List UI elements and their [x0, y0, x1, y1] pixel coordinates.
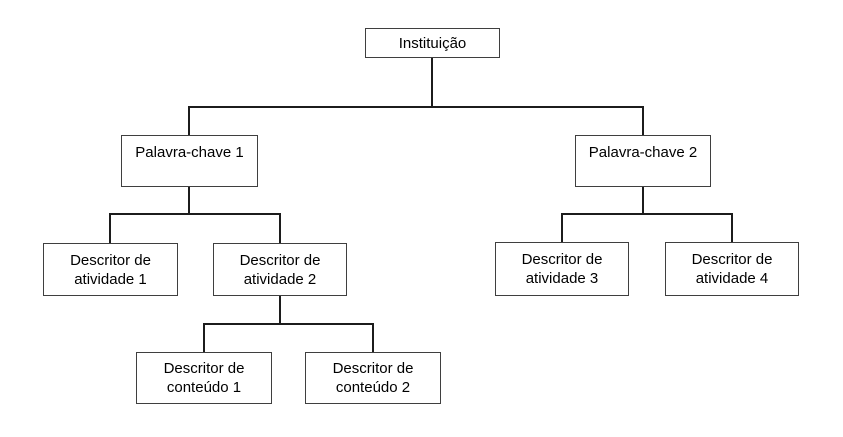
node-descritor-atividade-1: Descritor de atividade 1 — [43, 243, 178, 296]
connector-line — [731, 213, 733, 242]
connector-line — [372, 323, 374, 352]
node-label: Palavra-chave 2 — [588, 144, 698, 161]
node-label: Instituição — [398, 34, 467, 52]
node-instituicao: Instituição — [365, 28, 500, 58]
connector-line — [188, 106, 644, 108]
connector-line — [109, 213, 281, 215]
connector-line — [188, 106, 190, 135]
node-label: Descritor de conteúdo 2 — [332, 360, 414, 396]
connector-line — [203, 323, 374, 325]
node-label: Descritor de conteúdo 1 — [163, 360, 245, 396]
node-label: Descritor de atividade 1 — [70, 251, 151, 288]
connector-line — [561, 213, 563, 242]
connector-line — [203, 323, 205, 352]
node-label: Descritor de atividade 3 — [521, 251, 603, 287]
connector-line — [188, 187, 190, 215]
node-palavra-chave-2: Palavra-chave 2 — [575, 135, 711, 187]
node-descritor-conteudo-2: Descritor de conteúdo 2 — [305, 352, 441, 404]
node-descritor-conteudo-1: Descritor de conteúdo 1 — [136, 352, 272, 404]
node-label: Palavra-chave 1 — [135, 144, 244, 161]
node-descritor-atividade-4: Descritor de atividade 4 — [665, 242, 799, 296]
connector-line — [642, 187, 644, 215]
node-descritor-atividade-2: Descritor de atividade 2 — [213, 243, 347, 296]
connector-line — [109, 213, 111, 243]
node-descritor-atividade-3: Descritor de atividade 3 — [495, 242, 629, 296]
connector-line — [431, 58, 433, 108]
connector-line — [279, 213, 281, 243]
node-label: Descritor de atividade 4 — [691, 251, 773, 287]
connector-line — [561, 213, 733, 215]
connector-line — [279, 296, 281, 325]
connector-line — [642, 106, 644, 135]
node-label: Descritor de atividade 2 — [239, 251, 321, 288]
node-palavra-chave-1: Palavra-chave 1 — [121, 135, 258, 187]
